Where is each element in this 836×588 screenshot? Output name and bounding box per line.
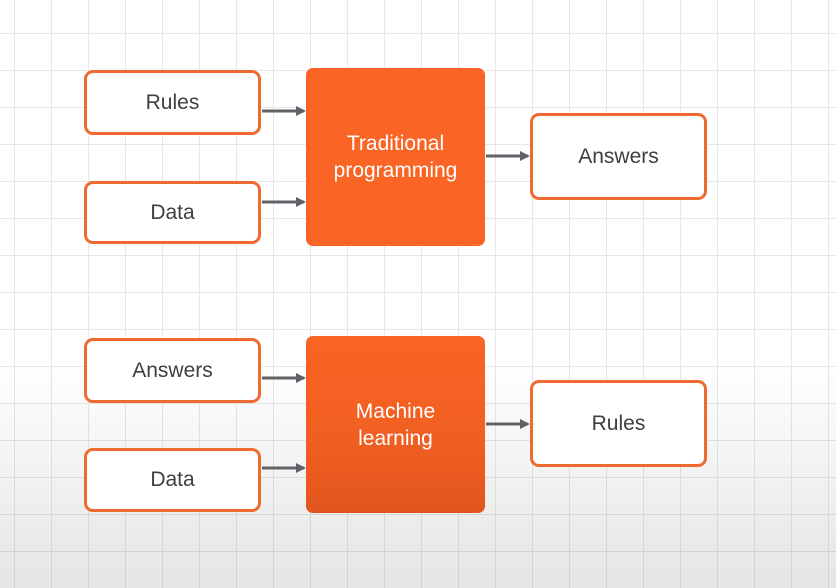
traditional-programming-label-line2: programming — [333, 159, 458, 182]
machine-learning-box: Machine learning — [306, 336, 485, 513]
rules-input-box: Rules — [84, 70, 261, 135]
data-input-box: Data — [84, 181, 261, 244]
ml-data-input-box: Data — [84, 448, 261, 512]
rules-output-box: Rules — [530, 380, 707, 467]
traditional-programming-label-line1: Traditional — [346, 132, 445, 155]
answers-output-box: Answers — [530, 113, 707, 200]
answers-input-label: Answers — [132, 358, 213, 382]
answers-output-label: Answers — [578, 144, 659, 168]
machine-learning-label-line2: learning — [358, 426, 433, 450]
data-input-label: Data — [150, 200, 195, 224]
answers-input-box: Answers — [84, 338, 261, 403]
traditional-programming-box: Traditional programming — [306, 68, 485, 246]
rules-input-label: Rules — [145, 90, 200, 114]
rules-output-label: Rules — [591, 411, 646, 435]
machine-learning-label-line1: Machine — [355, 399, 436, 423]
ml-data-input-label: Data — [150, 468, 195, 491]
